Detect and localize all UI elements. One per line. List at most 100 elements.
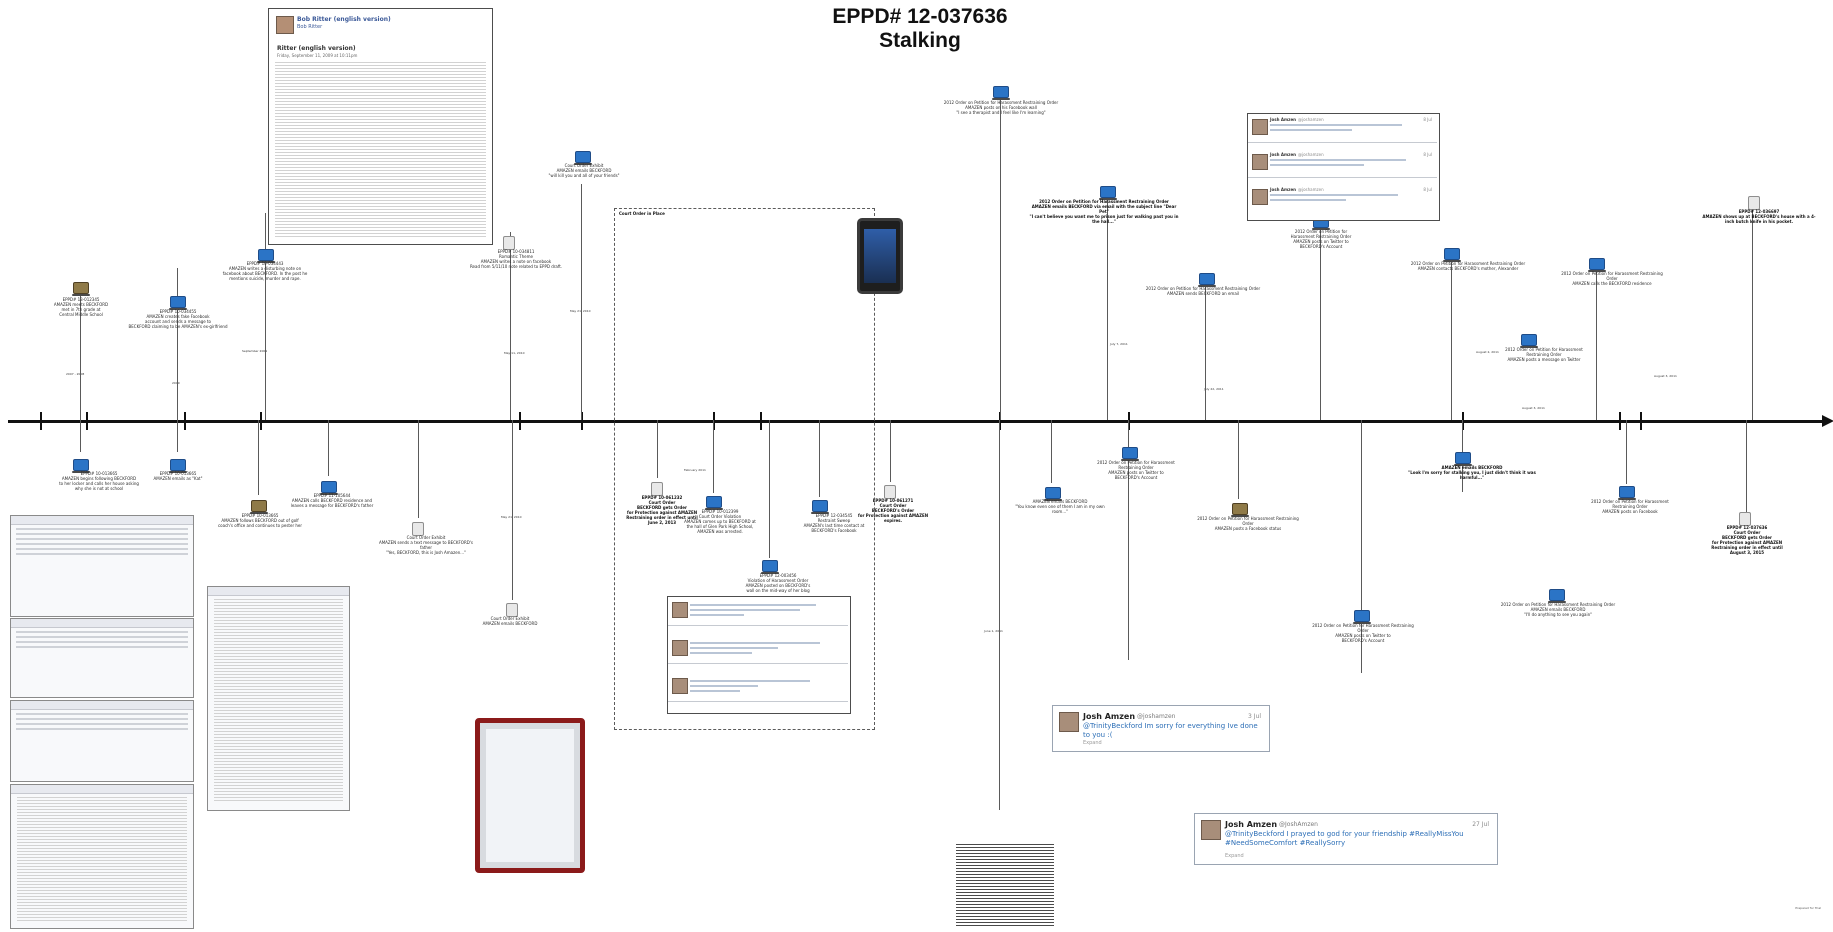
tweet-text-line [690, 652, 752, 654]
tweet-panel-center [667, 596, 851, 714]
laptop-icon [257, 249, 275, 263]
axis-tick [260, 412, 262, 430]
timeline-date: August 2, 2011 [1476, 350, 1499, 354]
event-label: EPPD# 10-061271 Court Order BECKFORD's O… [857, 498, 929, 523]
tweet-text-line [690, 647, 778, 649]
timeline-leader [1596, 268, 1597, 420]
event-label: 2012 Order on Petition for Harassment Re… [1505, 347, 1583, 362]
event-label: 2012 Order on Petition for Harassment Re… [1097, 460, 1175, 480]
tweet-item[interactable]: Josh Amzen @joshamzen 8 Jul [1248, 149, 1437, 178]
laptop-icon [1618, 486, 1636, 500]
phone-icon [1520, 334, 1538, 348]
timeline-date: September 2009 [242, 349, 268, 353]
avatar [672, 678, 688, 694]
tweet-text-line [1270, 159, 1406, 161]
tweet-time: 8 Jul [1423, 117, 1432, 122]
axis-tick [1462, 412, 1464, 430]
tweet-time: 3 Jul [1248, 713, 1261, 720]
timeline-date: July 7, 2011 [1110, 342, 1128, 346]
event-label: EPPD# 11-105644 AMAZEN calls BECKFORD re… [290, 493, 374, 508]
event-label: EPPD# 12-003456 Violation of Harassment … [745, 573, 811, 593]
timeline-leader [890, 420, 891, 482]
screenshot-line [16, 533, 188, 535]
document-screenshot [10, 784, 194, 929]
tweet-action[interactable]: Expand [1083, 740, 1102, 746]
tweet-time: 8 Jul [1423, 152, 1432, 157]
tweet-text-line [690, 690, 740, 692]
event-label: EPPD# 12-037636 Court Order BECKFORD get… [1711, 525, 1783, 555]
timeline-leader [1107, 196, 1108, 420]
timeline-date: May 21, 2010 [501, 515, 522, 519]
tweet-card[interactable]: Josh Amzen @joshamzen 3 Jul @TrinityBeck… [1052, 705, 1270, 752]
tweet-item[interactable]: Josh Amzen @joshamzen 8 Jul [1248, 114, 1437, 143]
court-order-box: Court Order in Place [614, 208, 875, 730]
axis-tick [581, 412, 583, 430]
screenshot-body [17, 797, 187, 921]
axis-tick [1128, 412, 1130, 430]
avatar [672, 602, 688, 618]
tweet-item[interactable]: Josh Amzen @joshamzen 8 Jul [1248, 184, 1437, 212]
axis-tick [713, 412, 715, 430]
document-screenshot [10, 515, 194, 617]
tweet-time: 27 Jul [1472, 821, 1489, 828]
timeline-leader [1746, 420, 1747, 512]
facebook-post-body [275, 62, 486, 238]
screenshot-line [16, 543, 188, 545]
facebook-card: Bob Ritter (english version) Bob Ritter … [268, 8, 493, 245]
tweet-text: @TrinityBeckford I prayed to god for you… [1225, 830, 1464, 847]
tweet-item[interactable] [668, 597, 848, 626]
timeline-date: June 1, 2011 [984, 629, 1003, 633]
tweet-action[interactable]: Expand [1225, 853, 1244, 859]
timeline-leader [713, 420, 714, 493]
avatar [276, 16, 294, 34]
tweet-text-line [1270, 199, 1346, 201]
timeline-leader [657, 420, 658, 478]
case-type: Stalking [879, 29, 961, 52]
screenshot-bar [11, 619, 193, 628]
screenshot-line [16, 553, 188, 555]
event-label: 2012 Order on Petition for Harassment Re… [943, 100, 1059, 115]
tweet-handle: @joshamzen [1298, 187, 1324, 192]
event-label: AMAZEN emails BECKFORD "Look I'm sorry f… [1408, 465, 1536, 480]
avatar [1201, 820, 1221, 840]
facebook-post-date: Friday, September 11, 2009 at 10:11pm [277, 53, 358, 58]
tweet-item[interactable] [668, 673, 848, 702]
event-label: 2012 Order on Petition for Harassment Re… [1312, 623, 1414, 643]
event-label: 2012 Order on Petition for Harassment Re… [1591, 499, 1669, 514]
tweet-handle: @joshamzen [1298, 152, 1324, 157]
screenshot-bar [11, 701, 193, 710]
document-icon [506, 603, 518, 617]
tablet-photo [475, 718, 585, 873]
timeline-leader [1205, 283, 1206, 420]
timeline-leader [1361, 420, 1362, 673]
event-label: AMAZEN emails BECKFORD "You know even on… [1015, 499, 1105, 514]
tweet-text-line [690, 642, 820, 644]
laptop-icon [72, 459, 90, 473]
timeline-date: 2007 - 2008 [66, 372, 85, 376]
screenshot-line [16, 713, 188, 715]
tweet-item[interactable] [668, 635, 848, 664]
avatar [1252, 189, 1268, 205]
timeline-date: August 3, 2011 [1654, 374, 1677, 378]
laptop-icon [1198, 273, 1216, 287]
tweet-text-line [690, 680, 810, 682]
axis-tick [184, 412, 186, 430]
laptop-icon [1121, 447, 1139, 461]
timeline-leader [1752, 206, 1753, 420]
facebook-subtitle: Bob Ritter [297, 24, 323, 30]
screenshot-line [16, 528, 188, 530]
tweet-text-line [1270, 194, 1398, 196]
facebook-post-title: Ritter (english version) [277, 45, 356, 52]
tweet-card[interactable]: Josh Amzen @JoshAmzen 27 Jul @TrinityBec… [1194, 813, 1498, 865]
timeline-leader [177, 268, 178, 420]
axis-tick [86, 412, 88, 430]
timeline-leader [819, 420, 820, 497]
axis-tick [519, 412, 521, 430]
event-label: 2012 Order on Petition for Harassment Re… [1029, 199, 1179, 224]
timeline-leader [512, 420, 513, 600]
event-label: EPPD# 10-013665 AMAZEN follows BECKFORD … [217, 513, 303, 528]
event-label: 2012 Order on Petition for Harassment Re… [1561, 271, 1663, 286]
tweet-handle: @joshamzen [1298, 117, 1324, 122]
tweet-handle: @joshamzen [1137, 713, 1176, 720]
event-label: EPPD# 10-034811 Romantic Theme AMAZEN wr… [469, 249, 563, 269]
